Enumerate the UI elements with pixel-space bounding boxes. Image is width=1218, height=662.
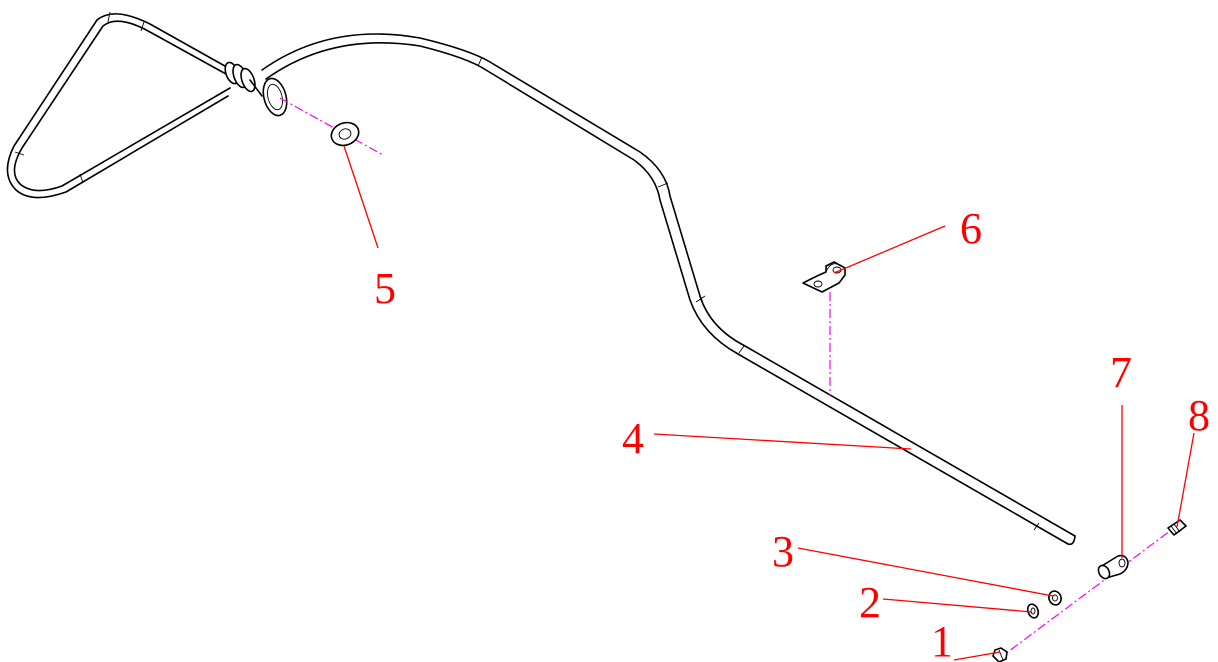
callout-5: 5 xyxy=(374,264,396,313)
callout-1: 1 xyxy=(931,617,953,662)
cable-knob xyxy=(224,61,288,117)
centerline-knob xyxy=(279,97,384,156)
leader-4 xyxy=(653,433,912,450)
leader-8 xyxy=(1176,432,1195,528)
nut-part-1 xyxy=(992,647,1008,662)
fitting-part-7 xyxy=(1097,554,1129,580)
cable-assembly xyxy=(6,11,1076,546)
callout-4: 4 xyxy=(622,414,644,463)
callout-8: 8 xyxy=(1188,391,1210,440)
leader-5 xyxy=(343,145,379,249)
callout-3: 3 xyxy=(772,527,794,576)
leader-1 xyxy=(953,651,1001,661)
leader-lines xyxy=(343,145,1195,661)
washer-part-3 xyxy=(1048,590,1062,606)
callout-6: 6 xyxy=(960,204,982,253)
lockwasher-part-2 xyxy=(1026,603,1040,619)
leader-2 xyxy=(882,598,1033,613)
leader-3 xyxy=(797,547,1054,597)
centerline-hardware xyxy=(996,524,1179,661)
callout-2: 2 xyxy=(859,578,881,627)
callout-labels: 1 2 3 4 5 6 7 8 xyxy=(374,204,1210,662)
callout-7: 7 xyxy=(1110,348,1132,397)
washer-part-5 xyxy=(330,121,360,147)
clamp-part-6 xyxy=(802,261,846,293)
screw-part-8 xyxy=(1167,519,1187,536)
leader-6 xyxy=(833,225,946,274)
